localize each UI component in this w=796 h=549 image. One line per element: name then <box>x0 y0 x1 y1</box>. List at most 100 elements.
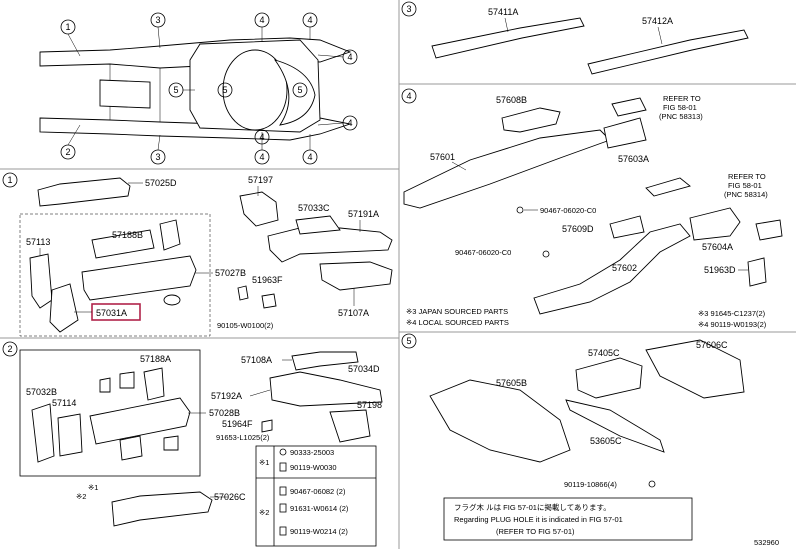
svg-text:57191A: 57191A <box>348 209 379 219</box>
footnote-box <box>443 497 693 541</box>
svg-text:57032B: 57032B <box>26 387 57 397</box>
svg-text:※3 91645-C1237(2): ※3 91645-C1237(2) <box>698 309 766 318</box>
svg-text:57411A: 57411A <box>488 7 518 17</box>
section-2: 2 57032B 57114 57028B 57188A 57108A 5703… <box>2 341 383 547</box>
svg-text:57192A: 57192A <box>211 391 242 401</box>
part-57605B <box>429 379 571 463</box>
callout-5a <box>168 82 184 98</box>
svg-text:57113: 57113 <box>26 237 50 247</box>
svg-text:90119-W0214 (2): 90119-W0214 (2) <box>290 527 348 536</box>
svg-text:57602: 57602 <box>612 263 637 273</box>
section-3: 3 57411A 57412A <box>401 1 749 75</box>
callout-1 <box>60 19 76 35</box>
svg-text:※2: ※2 <box>76 492 86 501</box>
part-57405C <box>575 357 643 399</box>
callout-4a <box>254 12 270 28</box>
svg-text:57198: 57198 <box>357 400 382 410</box>
svg-text:53605C: 53605C <box>590 436 622 446</box>
part-57188B <box>91 229 155 259</box>
section-2-marker <box>2 341 18 357</box>
svg-text:3: 3 <box>155 15 160 25</box>
svg-text:※1: ※1 <box>88 483 98 492</box>
svg-text:5: 5 <box>297 85 302 95</box>
svg-text:57025D: 57025D <box>145 178 177 188</box>
part-57028B <box>89 397 191 445</box>
svg-text:91631-W0614 (2): 91631-W0614 (2) <box>290 504 349 513</box>
svg-text:4: 4 <box>347 118 352 128</box>
svg-text:1: 1 <box>65 22 70 32</box>
svg-text:91653-L1025(2): 91653-L1025(2) <box>216 433 270 442</box>
svg-text:57027B: 57027B <box>215 268 246 278</box>
callout-4c <box>342 49 358 65</box>
svg-text:57604A: 57604A <box>702 242 733 252</box>
overview-callouts: 1 2 3 3 4 4 4 4 4 4 4 5 5 <box>60 12 358 165</box>
part-57107A <box>319 261 393 291</box>
part-57412A <box>587 29 749 75</box>
part-57608B <box>501 107 561 133</box>
svg-text:57033C: 57033C <box>298 203 330 213</box>
svg-text:※3 JAPAN SOURCED PARTS: ※3 JAPAN SOURCED PARTS <box>406 307 508 316</box>
svg-text:4: 4 <box>307 152 312 162</box>
part-57033C <box>295 215 341 235</box>
callout-4f <box>302 149 318 165</box>
svg-text:90467-06082 (2): 90467-06082 (2) <box>290 487 346 496</box>
part-57026C <box>111 491 213 527</box>
callout-4d <box>342 115 358 131</box>
overview-frame <box>39 37 352 141</box>
svg-text:51964F: 51964F <box>222 419 253 429</box>
svg-text:フラグ木 ルは FIG 57-01に掲載してあります。: フラグ木 ルは FIG 57-01に掲載してあります。 <box>454 502 611 512</box>
svg-text:※2: ※2 <box>259 508 269 517</box>
part-57188A <box>143 367 165 401</box>
svg-text:57197: 57197 <box>248 175 273 185</box>
svg-text:4: 4 <box>259 132 264 142</box>
svg-text:2: 2 <box>65 147 70 157</box>
svg-text:90119-W0030: 90119-W0030 <box>290 463 337 472</box>
svg-text:※4 LOCAL SOURCED PARTS: ※4 LOCAL SOURCED PARTS <box>406 318 509 327</box>
svg-text:REFER TO: REFER TO <box>728 172 766 181</box>
svg-text:57114: 57114 <box>52 398 76 408</box>
svg-text:(REFER TO FIG 57-01): (REFER TO FIG 57-01) <box>496 527 575 536</box>
section-3-marker <box>401 1 417 17</box>
svg-text:51963D: 51963D <box>704 265 736 275</box>
svg-text:57107A: 57107A <box>338 308 369 318</box>
part-53605C <box>565 399 665 453</box>
svg-text:4: 4 <box>406 91 411 101</box>
svg-text:FIG 58-01: FIG 58-01 <box>663 103 697 112</box>
svg-text:57188A: 57188A <box>140 354 171 364</box>
part-57027B <box>81 255 197 301</box>
section-1-inner-box <box>19 213 211 337</box>
part-57032B <box>31 403 55 463</box>
part-57604A <box>689 207 741 241</box>
svg-text:2: 2 <box>7 344 12 354</box>
svg-text:4: 4 <box>259 152 264 162</box>
callout-3-top <box>150 12 166 28</box>
svg-text:57188B: 57188B <box>112 230 143 240</box>
label-57031A[interactable]: 57031A <box>96 308 127 318</box>
svg-text:90467-06020-C0: 90467-06020-C0 <box>455 248 511 257</box>
part-57198 <box>329 409 371 443</box>
svg-text:57034D: 57034D <box>348 364 380 374</box>
svg-text:(PNC 58313): (PNC 58313) <box>659 112 703 121</box>
part-57411A <box>431 17 585 59</box>
svg-text:57026C: 57026C <box>214 492 246 502</box>
svg-text:FIG 58-01: FIG 58-01 <box>728 181 762 190</box>
svg-text:4: 4 <box>259 15 264 25</box>
part-57108A <box>291 351 359 371</box>
part-57603A <box>603 117 647 149</box>
svg-text:REFER TO: REFER TO <box>663 94 701 103</box>
callout-3-bottom <box>150 149 166 165</box>
svg-text:57603A: 57603A <box>618 154 649 164</box>
svg-text:57028B: 57028B <box>209 408 240 418</box>
section-5-marker <box>401 333 417 349</box>
svg-text:4: 4 <box>307 15 312 25</box>
callout-4b <box>302 12 318 28</box>
svg-text:5: 5 <box>222 85 227 95</box>
svg-text:51963F: 51963F <box>252 275 283 285</box>
svg-text:90333-25003: 90333-25003 <box>290 448 334 457</box>
part-57601 <box>403 129 611 209</box>
part-57191A <box>267 227 393 263</box>
svg-text:90467-06020-C0: 90467-06020-C0 <box>540 206 596 215</box>
svg-text:1: 1 <box>7 175 12 185</box>
fastener-table: ※1 ※2 90333-25003 90119-W0030 90467-0608… <box>255 445 377 547</box>
